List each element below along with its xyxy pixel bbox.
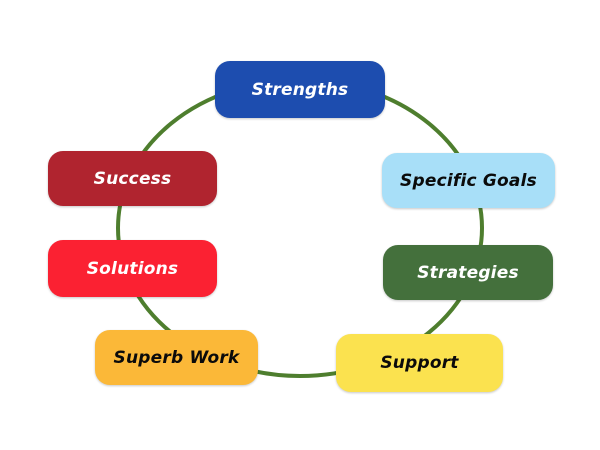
node-label: Strategies — [417, 262, 519, 283]
node-support: Support — [336, 334, 503, 392]
node-success: Success — [48, 151, 217, 206]
node-strategies: Strategies — [383, 245, 553, 300]
node-specific-goals: Specific Goals — [382, 153, 555, 208]
node-solutions: Solutions — [48, 240, 217, 297]
node-label: Strengths — [251, 79, 349, 100]
node-label: Support — [380, 353, 459, 373]
node-label: Specific Goals — [400, 170, 537, 191]
node-label: Superb Work — [113, 347, 240, 368]
node-label: Success — [93, 168, 172, 189]
node-strengths: Strengths — [215, 61, 385, 118]
node-superb-work: Superb Work — [95, 330, 258, 385]
node-label: Solutions — [86, 258, 179, 279]
